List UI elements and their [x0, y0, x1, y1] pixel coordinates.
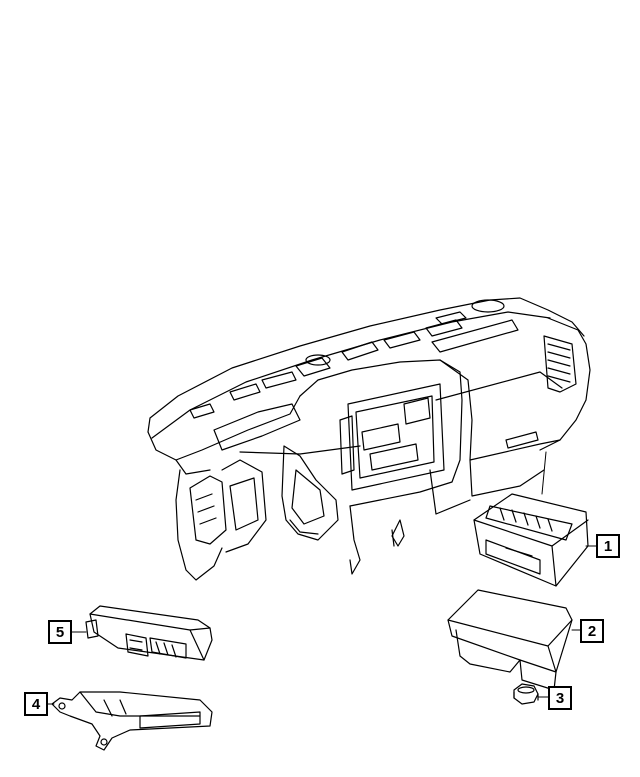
- cover-part-2: [447, 589, 573, 691]
- nut-part-3: [513, 683, 539, 705]
- callout-3: 3: [548, 686, 572, 710]
- callout-4: 4: [24, 692, 48, 716]
- callout-5: 5: [48, 620, 72, 644]
- instrument-panel: [147, 297, 591, 581]
- control-module-part-1: [473, 493, 589, 587]
- switch-module-part-5: [85, 605, 213, 661]
- bracket-part-4: [51, 691, 213, 751]
- callout-1: 1: [596, 534, 620, 558]
- leader-line-1: [541, 451, 547, 495]
- callout-2: 2: [580, 619, 604, 643]
